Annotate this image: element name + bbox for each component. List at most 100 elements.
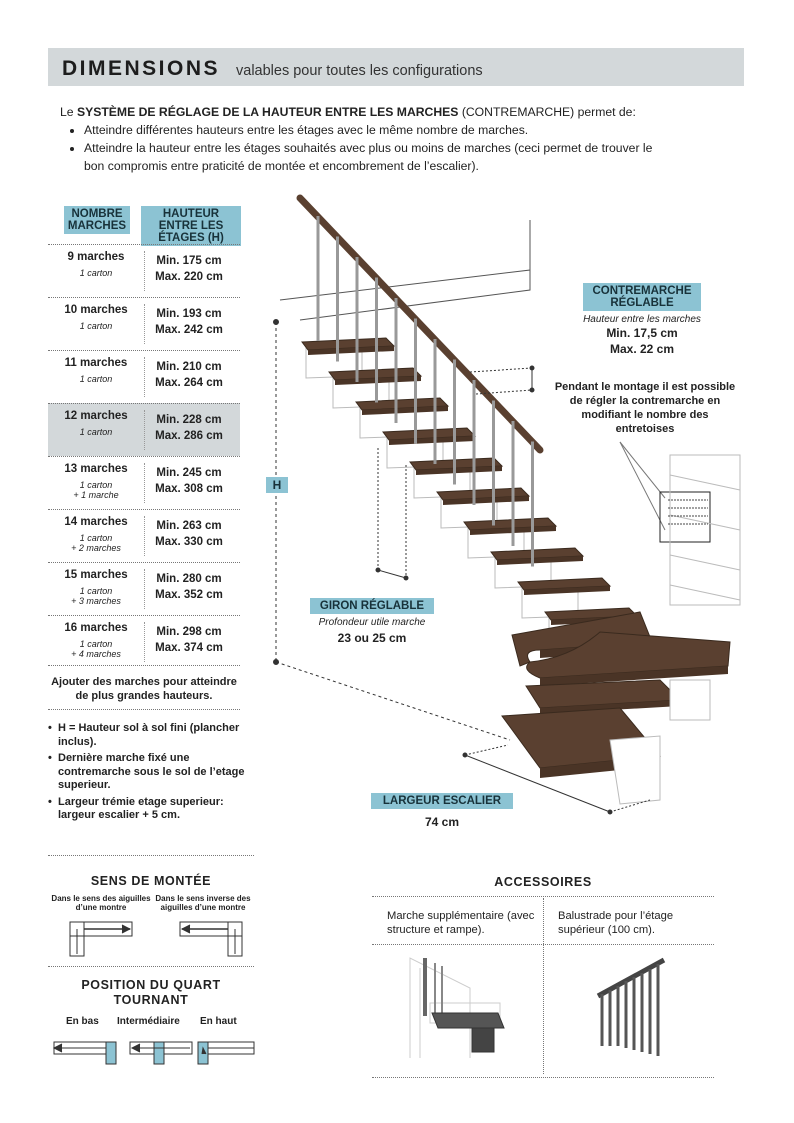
row-carton: 1 carton [79,321,113,331]
sens-left-label: Dans le sens des aiguilles d’une montre [51,894,151,912]
clockwise-icon [69,921,133,957]
intro-lead: Le [60,105,74,119]
row-separator [144,569,145,609]
position-title: POSITION DU QUART TOURNANT [81,978,221,1007]
page-subtitle: valables pour toutes les configurations [236,63,483,79]
position-en-bas: En bas [66,1016,99,1027]
stair-step [517,577,612,619]
row-separator [144,304,145,344]
width-value: 74 cm [424,815,460,829]
spacer-detail [619,441,741,606]
row-carton: 1 carton+ 2 marches [71,533,121,553]
accessoires-divider [543,898,544,1074]
riser-max: Max. 22 cm [609,342,675,356]
tread-dimension [375,448,409,581]
stair-steps [301,337,731,805]
width-title: LARGEUR ESCALIER [371,793,513,809]
page-title: DIMENSIONS [62,57,221,80]
tread-sub: Profondeur utile marche [318,617,426,628]
h-label: H [266,477,288,493]
extra-step-illustration [409,957,505,1058]
accessoires-box [372,896,714,1078]
balustrade-illustration [596,957,666,1056]
riser-dimension [469,365,535,395]
intro-text: Le SYSTÈME DE RÉGLAGE DE LA HAUTEUR ENTR… [60,103,660,175]
tread-info: GIRON RÉGLABLE Profondeur utile marche 2… [300,598,444,646]
counterclockwise-icon [179,921,243,957]
row-marches: 15 marches [64,569,128,581]
handrail [296,194,544,454]
staircase-diagram [273,194,741,815]
sens-title: SENS DE MONTÉE [90,874,212,888]
riser-title: CONTREMARCHE RÉGLABLE [583,283,701,311]
row-marches: 16 marches [64,622,128,634]
intro-lead-bold: SYSTÈME DE RÉGLAGE DE LA HAUTEUR ENTRE L… [76,105,459,119]
riser-sub: Hauteur entre les marches [583,314,701,325]
row-carton: 1 carton [79,374,113,384]
accessoires-title: ACCESSOIRES [494,875,592,889]
row-separator [144,463,145,503]
note-item: Dernière marche fixé une contremarche so… [48,752,248,793]
winder-steps [501,611,731,805]
montage-note: Pendant le montage il est possible de ré… [554,381,736,435]
col-header-marches: NOMBRE MARCHES [64,206,130,234]
row-carton: 1 carton [79,268,113,278]
row-carton: 1 carton [79,427,113,437]
position-diagrams [52,1041,255,1065]
note-item: Largeur trémie etage superieur: largeur … [48,796,248,823]
row-separator [144,622,145,662]
tread-title: GIRON RÉGLABLE [310,598,434,614]
row-marches: 13 marches [64,463,128,475]
table-bottom-rule [48,665,240,666]
intro-bullet: Atteindre différentes hauteurs entre les… [84,121,660,139]
sens-right-label: Dans le sens inverse des aiguilles d’une… [155,894,251,912]
position-en-haut: En haut [200,1016,237,1027]
stair-step [436,487,531,529]
tread-value: 23 ou 25 cm [337,631,407,645]
table-row: 15 marches 1 carton+ 3 marches Min. 280 cm… [48,562,240,615]
intro-bullet: Atteindre la hauteur entre les étages so… [84,139,660,175]
row-separator [144,410,145,450]
notes-list: H = Hauteur sol à sol fini (plancher inc… [48,722,248,826]
position-intermediaire: Intermédiaire [117,1016,180,1027]
col-header-hauteur: HAUTEUR ENTRE LES ÉTAGES (H) [141,206,241,246]
accessoire-balustrade-label: Balustrade pour l’étage supérieur (100 c… [558,910,674,936]
intro-lead-end: (CONTREMARCHE) permet de: [461,105,636,119]
stair-step [490,547,585,589]
row-marches: 12 marches [64,410,128,422]
row-separator [144,516,145,556]
stair-step [301,337,396,379]
position-rule [48,966,254,967]
row-separator [144,357,145,397]
width-dimension [462,744,651,815]
table-row: 16 marches 1 carton+ 4 marches Min. 298 cm… [48,615,240,668]
accessoire-marche-label: Marche supplémentaire (avec structure et… [387,910,535,936]
accessoires-header-rule [372,944,714,945]
row-carton: 1 carton+ 1 marche [73,480,119,500]
row-marches: 10 marches [64,304,128,316]
riser-info: CONTREMARCHE RÉGLABLE Hauteur entre les … [560,283,724,357]
sens-rule [48,855,254,856]
width-info: LARGEUR ESCALIER 74 cm [370,793,514,830]
note-item: H = Hauteur sol à sol fini (plancher inc… [48,722,248,749]
row-carton: 1 carton+ 4 marches [71,639,121,659]
sens-diagrams [69,921,243,957]
table-footnote: Ajouter des marches pour atteindre de pl… [51,676,237,702]
row-carton: 1 carton+ 3 marches [71,586,121,606]
header-band [48,48,744,86]
row-separator [144,251,145,291]
row-marches: 9 marches [67,251,125,263]
